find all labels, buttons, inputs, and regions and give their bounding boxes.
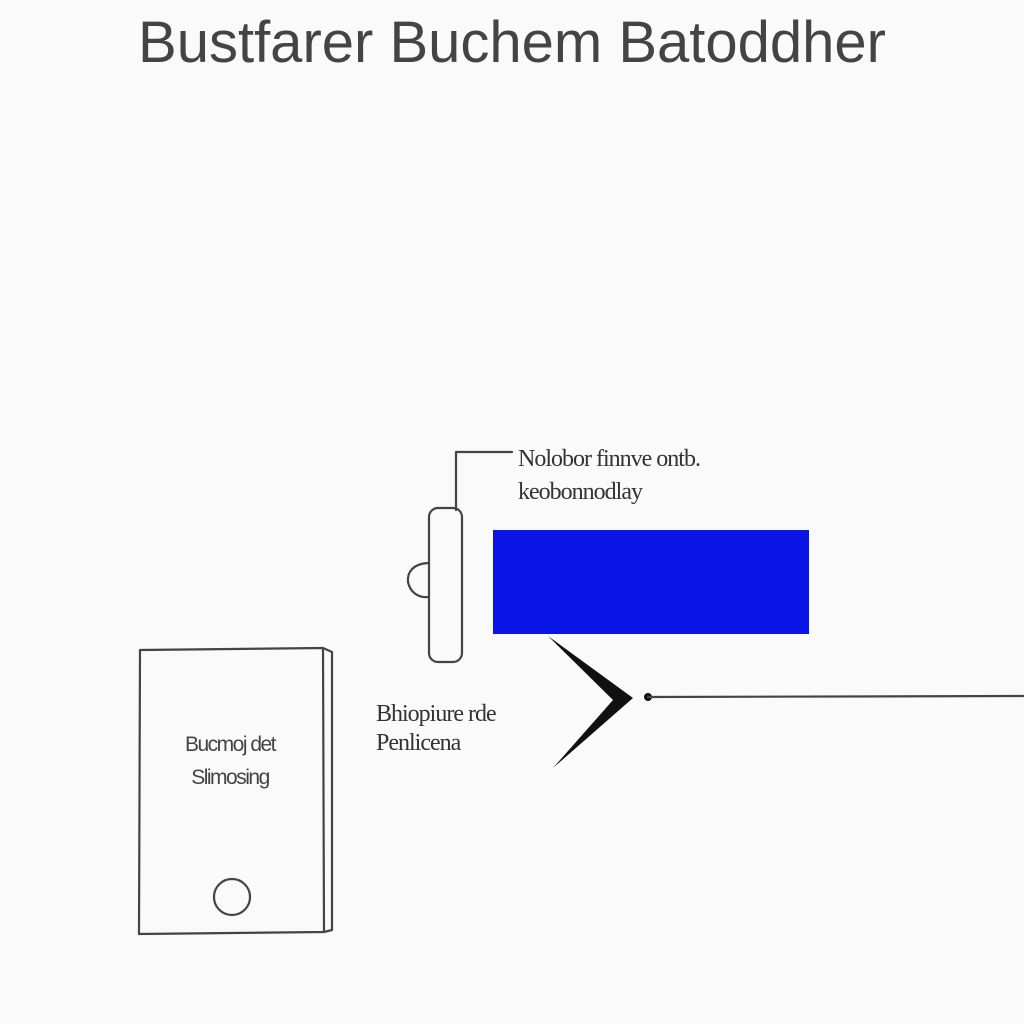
- device-label-line-2: Slimosing: [191, 766, 269, 789]
- chevron-arrow-icon: [548, 636, 633, 768]
- device-label-line-1: Bucmoj det: [185, 733, 277, 756]
- side-label-line-2: Penlicena: [376, 730, 462, 756]
- handheld-device-side: [321, 646, 334, 934]
- callout-connector: [454, 450, 514, 512]
- connector-line: [646, 694, 1024, 699]
- home-button-icon: [212, 877, 252, 917]
- handheld-device-outline: [137, 646, 326, 936]
- vertical-device: [427, 506, 464, 664]
- blue-block: [493, 530, 809, 634]
- side-label-line-1: Bhiopiure rde: [376, 701, 496, 727]
- callout-line-1: Nolobor finnve ontb.: [518, 446, 700, 472]
- device-side-knob: [406, 561, 430, 599]
- callout-line-2: keobonnodlay: [518, 479, 643, 505]
- diagram-title: Bustfarer Buchem Batoddher: [138, 10, 886, 75]
